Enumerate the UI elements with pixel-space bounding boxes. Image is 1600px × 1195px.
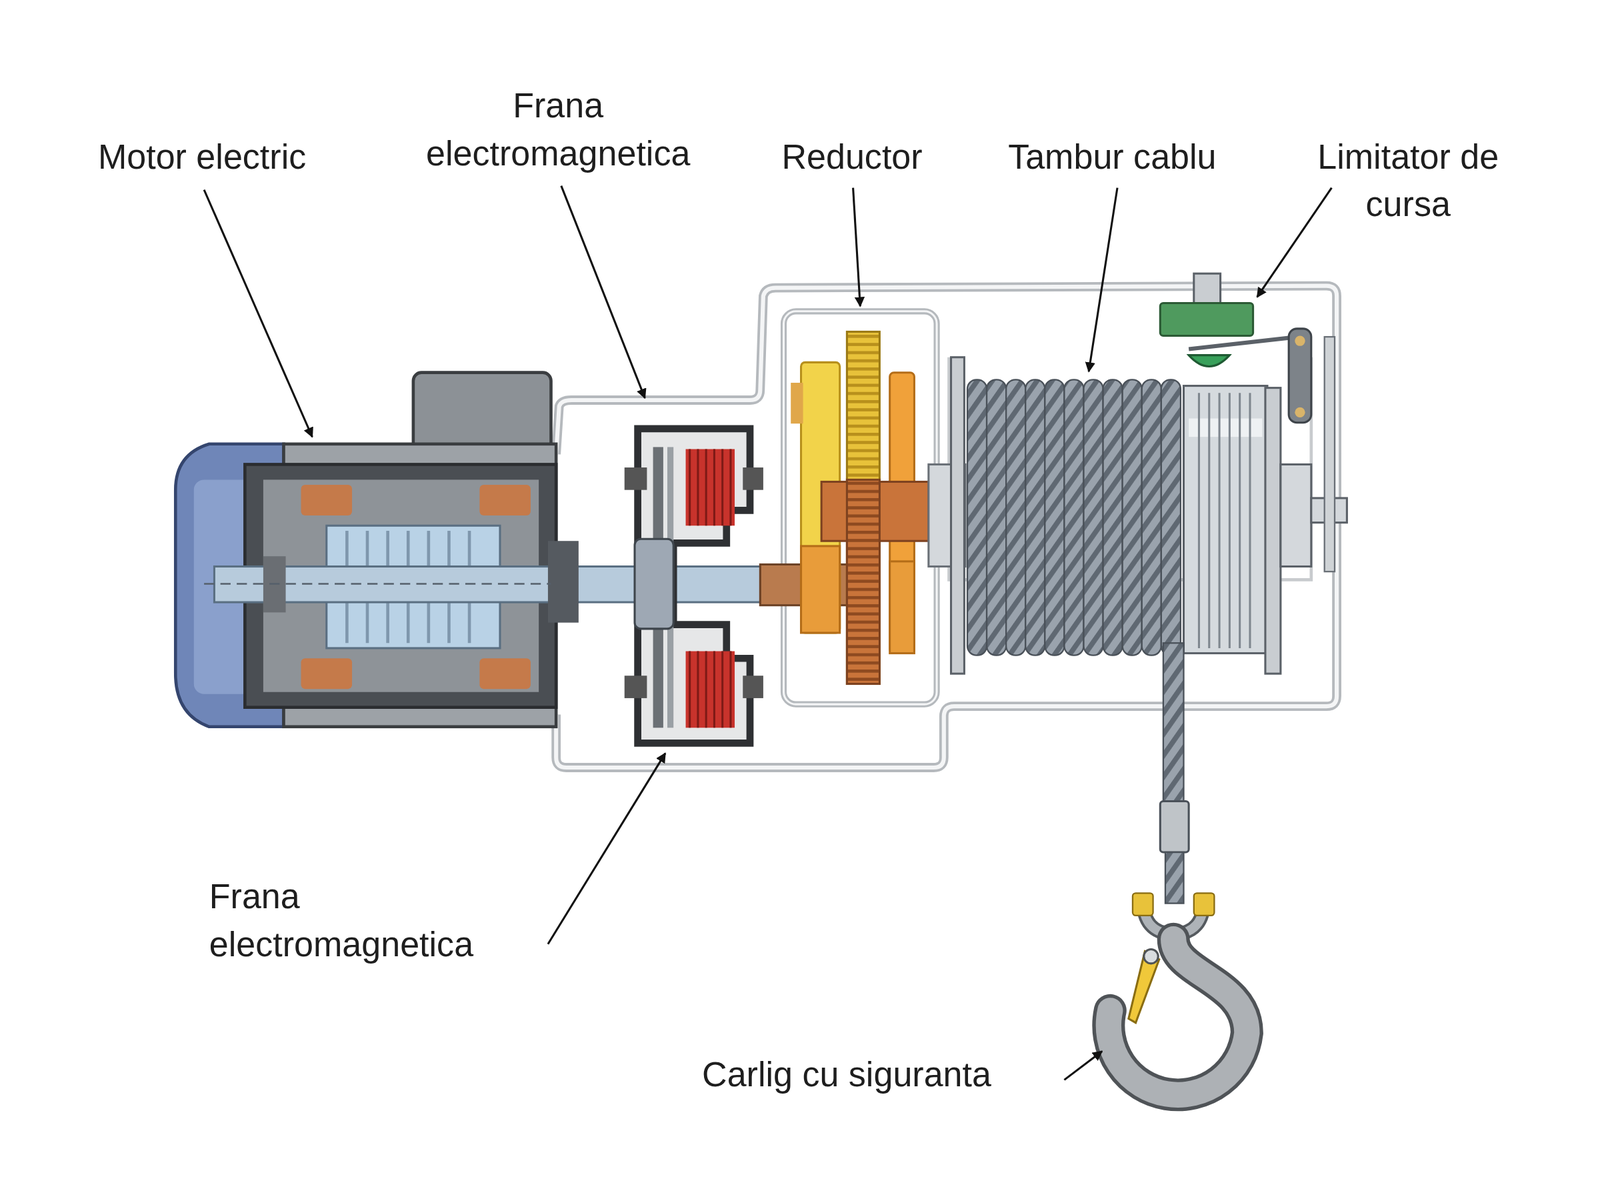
part-label: Limitator de cursa	[1280, 132, 1536, 229]
part-label: Carlig cu siguranta	[702, 1050, 992, 1098]
part-label: Tambur cablu	[1008, 132, 1216, 181]
part-label: Frana electromagnetica	[426, 81, 690, 178]
part-label: Frana electromagnetica	[209, 872, 474, 969]
part-label: Reductor	[781, 132, 922, 181]
part-label: Motor electric	[98, 132, 306, 181]
